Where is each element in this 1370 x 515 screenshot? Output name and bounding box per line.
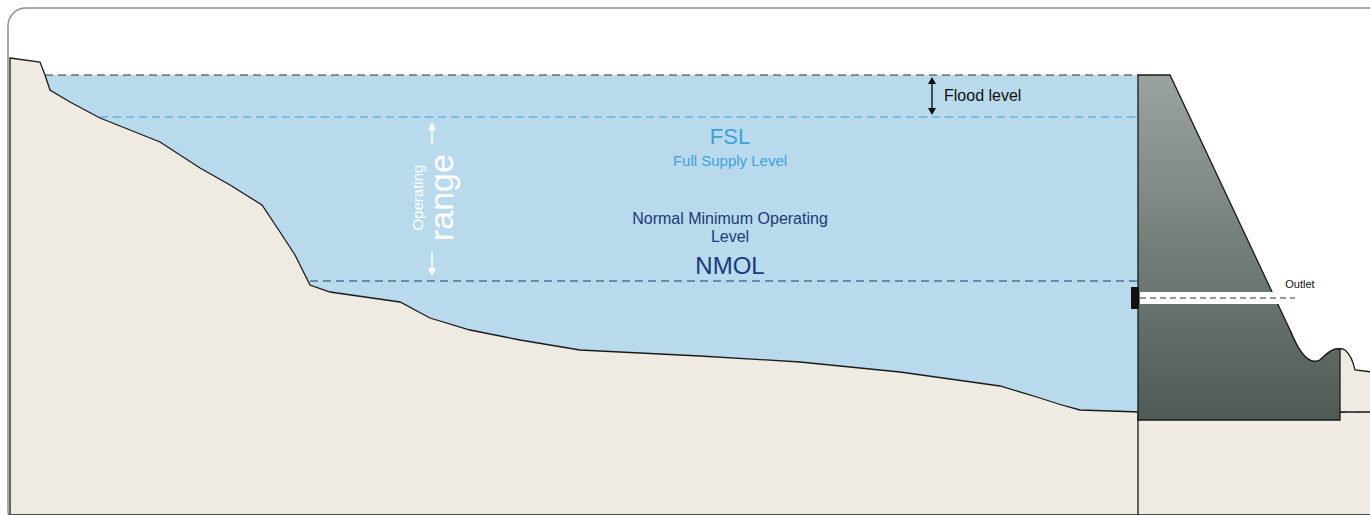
flood-arrow (928, 77, 936, 115)
nmol-full-label: Normal Minimum Operating Level (630, 210, 830, 247)
outlet-label: Outlet (1285, 278, 1314, 291)
frame (8, 8, 1370, 515)
fsl-line (100, 116, 1138, 117)
ground-downstream (1138, 409, 1370, 515)
fsl-full-label: Full Supply Level (673, 152, 787, 169)
dam-wall (1138, 75, 1340, 420)
fsl-label: FSL (710, 124, 750, 149)
nmol-line (310, 280, 1138, 281)
nmol-label: NMOL (695, 252, 764, 280)
range-label: range (421, 155, 460, 242)
outlet-axis (1140, 298, 1295, 299)
flood-level-line (45, 74, 1138, 75)
ground-terrain (10, 58, 1140, 515)
outlet-gate (1131, 287, 1139, 309)
flood-level-label: Flood level (944, 87, 1021, 105)
